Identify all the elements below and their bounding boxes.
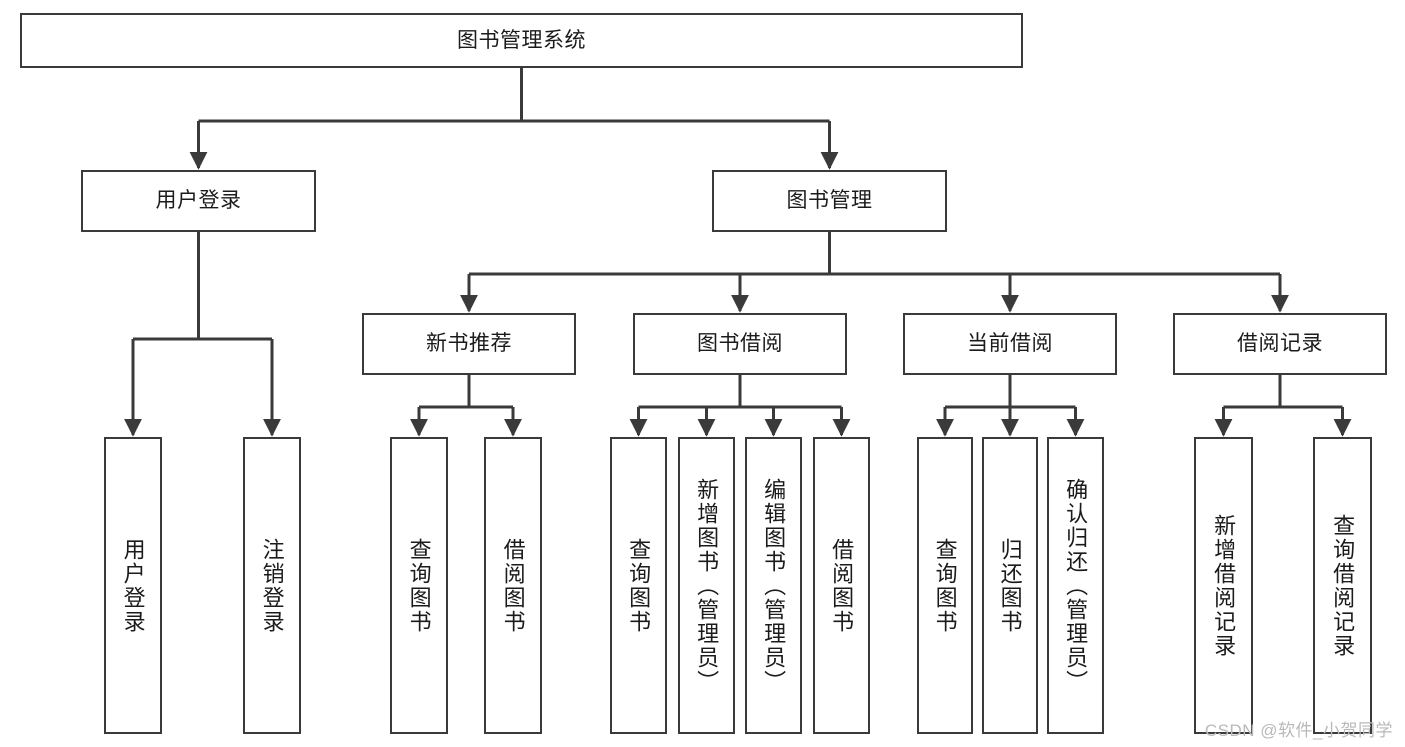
node-leaf-cur-return[interactable]: 归还图书	[982, 437, 1038, 734]
node-bookmgmt[interactable]: 图书管理	[712, 170, 947, 232]
node-label: 借阅图书	[500, 537, 526, 634]
node-label: 确认归还（管理员）	[1063, 477, 1089, 694]
node-label: 归还图书	[997, 537, 1023, 634]
node-label: 用户登录	[120, 537, 146, 634]
node-current[interactable]: 当前借阅	[903, 313, 1117, 375]
node-label: 用户登录	[155, 189, 242, 213]
node-leaf-bw-add[interactable]: 新增图书（管理员）	[678, 437, 735, 734]
node-label: 新增图书（管理员）	[694, 477, 720, 694]
node-leaf-user-login[interactable]: 用户登录	[104, 437, 162, 734]
node-label: 新书推荐	[426, 332, 512, 356]
node-label: 注销登录	[259, 537, 285, 634]
node-label: 查询图书	[626, 537, 652, 634]
node-leaf-rec-query[interactable]: 查询借阅记录	[1313, 437, 1372, 734]
node-leaf-bw-query[interactable]: 查询图书	[610, 437, 667, 734]
node-leaf-bw-borrow[interactable]: 借阅图书	[813, 437, 870, 734]
node-newbook[interactable]: 新书推荐	[362, 313, 576, 375]
node-label: 图书管理系统	[457, 28, 586, 52]
node-label: 图书管理	[786, 189, 873, 213]
node-label: 当前借阅	[967, 332, 1053, 356]
node-leaf-rec-add[interactable]: 新增借阅记录	[1194, 437, 1253, 734]
node-leaf-bw-edit[interactable]: 编辑图书（管理员）	[745, 437, 802, 734]
node-leaf-user-logout[interactable]: 注销登录	[243, 437, 301, 734]
node-leaf-nb-borrow[interactable]: 借阅图书	[484, 437, 542, 734]
node-root[interactable]: 图书管理系统	[20, 13, 1023, 68]
node-label: 查询图书	[932, 537, 958, 634]
watermark: CSDN @软件_小贺同学	[1204, 721, 1393, 740]
node-label: 图书借阅	[697, 332, 783, 356]
node-leaf-nb-query[interactable]: 查询图书	[390, 437, 448, 734]
node-label: 编辑图书（管理员）	[761, 477, 787, 694]
node-label: 借阅图书	[829, 537, 855, 634]
node-borrow[interactable]: 图书借阅	[633, 313, 847, 375]
node-leaf-cur-confirm[interactable]: 确认归还（管理员）	[1047, 437, 1104, 734]
node-label: 新增借阅记录	[1211, 513, 1237, 658]
node-label: 查询图书	[406, 537, 432, 634]
node-label: 查询借阅记录	[1330, 513, 1356, 658]
node-records[interactable]: 借阅记录	[1173, 313, 1387, 375]
node-login[interactable]: 用户登录	[81, 170, 316, 232]
node-leaf-cur-query[interactable]: 查询图书	[917, 437, 973, 734]
node-label: 借阅记录	[1237, 332, 1323, 356]
